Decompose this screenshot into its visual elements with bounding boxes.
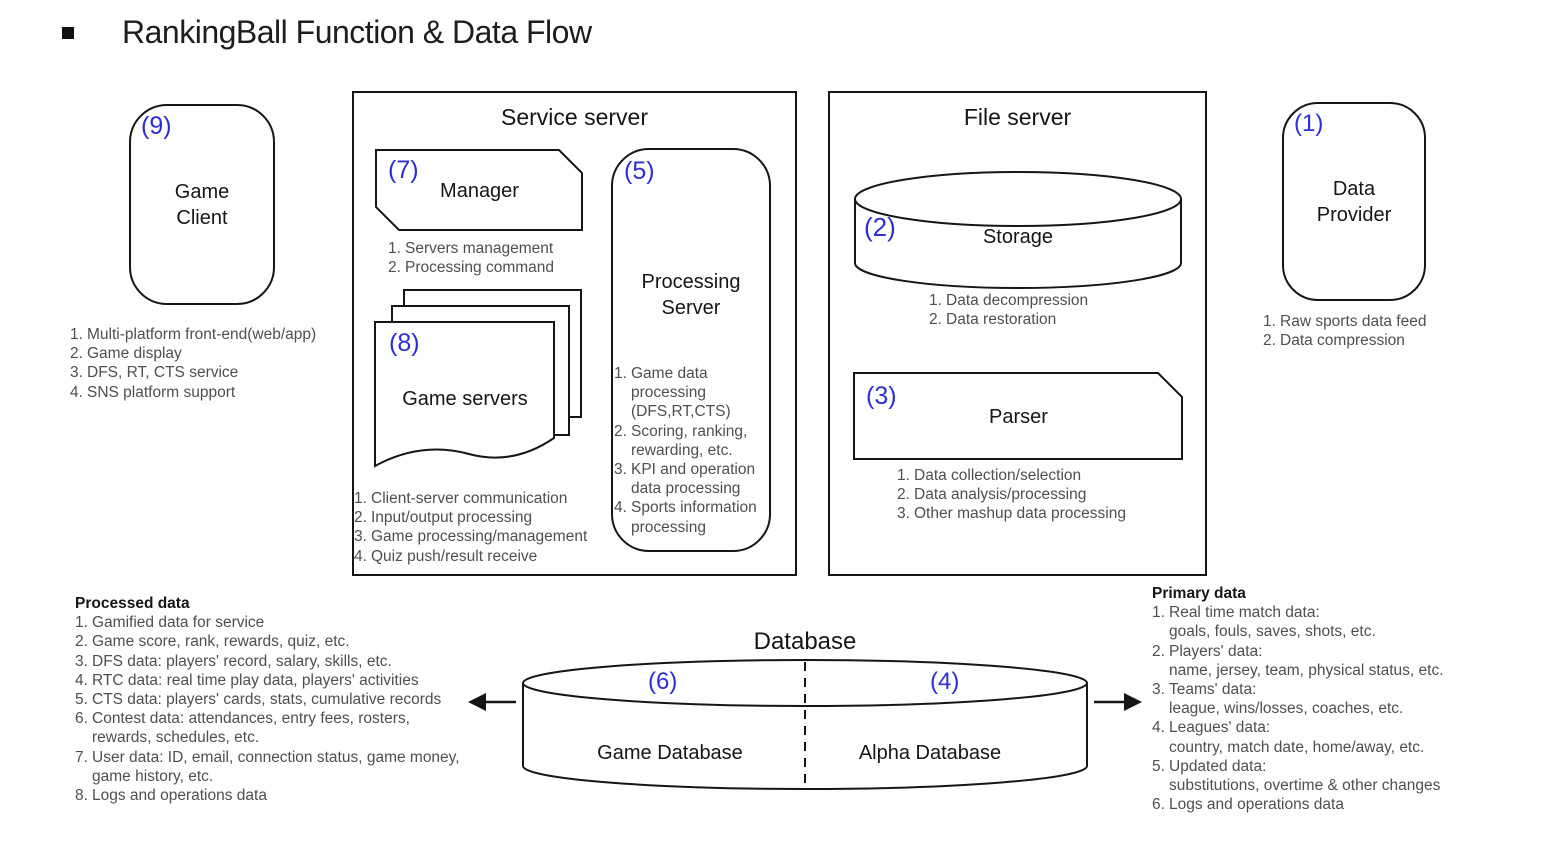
alpha-database-label: Alpha Database xyxy=(858,742,1002,764)
service-server-title: Service server xyxy=(501,104,648,130)
game-database-number: (6) xyxy=(648,668,678,695)
database-title: Database xyxy=(753,628,857,655)
list-item: 4.RTC data: real time play data, players… xyxy=(75,671,419,689)
list-item: 1.Data collection/selection xyxy=(897,467,1082,484)
list-item: 3.DFS, RT, CTS service xyxy=(70,364,239,382)
list-item: 3.DFS data: players' record, salary, ski… xyxy=(75,652,392,670)
list-item: 2.Processing command xyxy=(388,259,555,277)
processing-server-box xyxy=(611,148,771,552)
list-item: 3.Other mashup data processing xyxy=(897,505,1126,523)
list-item: 7.User data: ID, email, connection statu… xyxy=(75,748,460,785)
game-servers-feature-list: 1.Client-server communication 2.Input/out… xyxy=(354,489,587,566)
list-item: 1.Real time match data:goals, fouls, sav… xyxy=(1152,604,1376,641)
primary-data-block: Primary data 1.Real time match data:goal… xyxy=(1152,584,1444,814)
list-item: 1.Raw sports data feed xyxy=(1263,313,1427,330)
list-item: 4.Quiz push/result receive xyxy=(354,547,538,565)
manager-label: Manager xyxy=(440,179,519,202)
list-item: 1.Client-server communication xyxy=(354,490,568,507)
storage-number: (2) xyxy=(864,212,896,242)
list-item: 2.Data compression xyxy=(1263,332,1405,350)
alpha-database-number: (4) xyxy=(930,668,960,695)
list-item: 2.Scoring, ranking,rewarding, etc. xyxy=(614,422,748,459)
data-provider-feature-list: 1.Raw sports data feed 2.Data compression xyxy=(1263,312,1426,350)
list-item: 1.Multi-platform front-end(web/app) xyxy=(70,326,317,343)
list-item: 8.Logs and operations data xyxy=(75,787,267,805)
parser-feature-list: 1.Data collection/selection 2.Data analys… xyxy=(897,466,1126,524)
game-client-feature-list: 1.Multi-platform front-end(web/app) 2.Gam… xyxy=(70,325,316,402)
game-database-label: Game Database xyxy=(597,742,743,764)
primary-data-header: Primary data xyxy=(1152,585,1246,602)
game-client-number: (9) xyxy=(141,112,172,140)
parser-number: (3) xyxy=(866,382,897,410)
title-bullet-icon xyxy=(62,27,74,39)
list-item: 6.Contest data: attendances, entry fees,… xyxy=(75,710,410,747)
parser-shape xyxy=(853,372,1183,460)
data-provider-number: (1) xyxy=(1294,110,1324,137)
game-servers-label: Game servers xyxy=(402,388,528,410)
list-item: 5.Updated data:substitutions, overtime &… xyxy=(1152,757,1441,795)
arrow-left-icon xyxy=(468,693,516,711)
arrow-right-icon xyxy=(1094,693,1142,711)
game-client-box xyxy=(129,104,275,305)
list-item: 1.Gamified data for service xyxy=(75,614,265,632)
storage-feature-list: 1.Data decompression 2.Data restoration xyxy=(929,291,1088,329)
list-item: 2.Game display xyxy=(70,345,182,363)
list-item: 1.Servers management xyxy=(388,240,554,257)
list-item: 2.Game score, rank, rewards, quiz, etc. xyxy=(75,633,350,651)
page-title: RankingBall Function & Data Flow xyxy=(122,14,592,50)
file-server-title: File server xyxy=(963,104,1072,130)
list-item: 6.Logs and operations data xyxy=(1152,796,1344,814)
storage-cylinder-shape xyxy=(854,171,1182,289)
game-servers-number: (8) xyxy=(389,329,420,357)
list-item: 5.CTS data: players' cards, stats, cumul… xyxy=(75,691,442,709)
manager-shape xyxy=(375,149,583,231)
list-item: 2.Input/output processing xyxy=(354,509,533,527)
primary-data-list: 1.Real time match data:goals, fouls, sav… xyxy=(1152,603,1444,814)
manager-number: (7) xyxy=(388,156,419,184)
list-item: 4.Leagues' data:country, match date, hom… xyxy=(1152,719,1425,756)
processed-data-block: Processed data 1.Gamified data for servi… xyxy=(75,594,460,805)
manager-feature-list: 1.Servers management 2.Processing command xyxy=(388,239,554,277)
parser-label: Parser xyxy=(989,405,1048,428)
list-item: 1.Data decompression xyxy=(929,292,1089,309)
data-provider-box xyxy=(1282,102,1426,301)
processing-server-number: (5) xyxy=(624,157,655,185)
processed-data-header: Processed data xyxy=(75,595,190,612)
list-item: 3.Teams' data:league, wins/losses, coach… xyxy=(1152,681,1404,718)
list-item: 4.SNS platform support xyxy=(70,383,236,401)
processing-server-label: Processing Server xyxy=(641,271,741,319)
list-item: 2.Players' data:name, jersey, team, phys… xyxy=(1152,642,1444,679)
database-cylinder-shape xyxy=(522,659,1088,790)
list-item: 2.Data analysis/processing xyxy=(897,486,1087,504)
list-item: 3.Game processing/management xyxy=(354,528,588,546)
list-item: 2.Data restoration xyxy=(929,311,1057,329)
game-servers-shape xyxy=(374,289,582,468)
storage-label: Storage xyxy=(982,226,1054,248)
